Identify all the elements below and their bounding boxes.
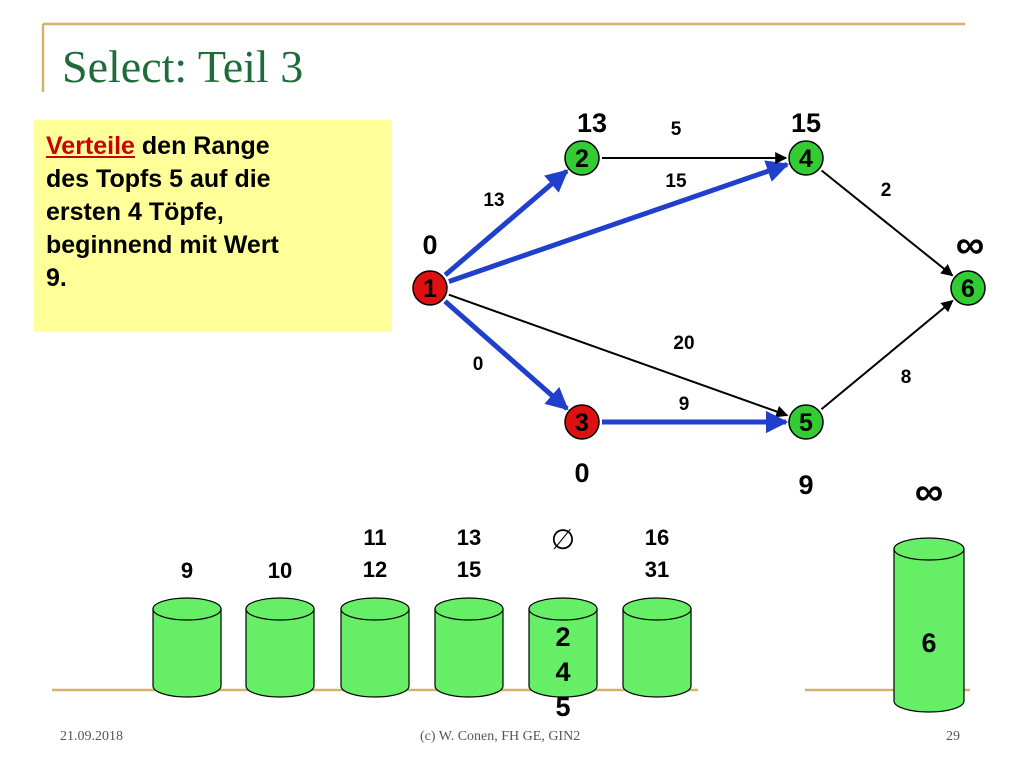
- node-1: [412, 270, 448, 306]
- edge-5-6: [820, 299, 954, 411]
- bucket-1: [152, 597, 222, 698]
- node-4: [788, 140, 824, 176]
- footer-page-number: 29: [946, 729, 960, 744]
- node-label-4: 4: [799, 145, 813, 173]
- bucket-range-label: 31: [645, 557, 669, 582]
- edge-1-4: [448, 160, 790, 284]
- buckets: 9 10 11 12 13 15 ∅ 2 4 5 16 31 ∞ 6: [152, 470, 965, 722]
- infinity-bucket-item: 6: [921, 628, 936, 658]
- instruction-line: 9.: [46, 264, 67, 292]
- node-6: [950, 270, 986, 306]
- bucket-5: [528, 597, 598, 698]
- edge-weight-1-3: 0: [473, 354, 484, 375]
- edge-weight-5-6: 8: [901, 367, 912, 388]
- bucket-2: [245, 597, 315, 698]
- node-distance-5: 9: [798, 470, 813, 500]
- bucket-range-label: 10: [268, 558, 292, 583]
- node-distance-3: 0: [574, 458, 589, 488]
- bucket-range-label: ∅: [551, 523, 575, 556]
- node-label-6: 6: [961, 275, 975, 303]
- node-label-5: 5: [799, 409, 813, 437]
- node-distance-6: ∞: [956, 223, 985, 267]
- bucket-item: 5: [555, 692, 570, 722]
- node-2: [564, 140, 600, 176]
- bucket-6: [622, 597, 692, 698]
- instruction-highlight: Verteile: [46, 132, 135, 160]
- infinity-bucket-label: ∞: [915, 470, 944, 514]
- edge-4-6: [820, 169, 954, 277]
- node-distance-2: 13: [577, 108, 607, 138]
- edge-weight-1-4: 15: [665, 171, 687, 192]
- edge-weight-4-6: 2: [881, 180, 892, 201]
- instruction-box: Verteile den Range des Topfs 5 auf die ers…: [34, 120, 392, 332]
- instruction-line: beginnend mit Wert: [46, 231, 279, 259]
- bucket-item: 4: [555, 657, 570, 687]
- edge-1-5: [448, 293, 789, 418]
- bucket-range-label: 9: [181, 558, 193, 583]
- bucket-range-label: 13: [457, 525, 481, 550]
- bucket-range-label: 12: [363, 557, 387, 582]
- edge-1-2: [443, 169, 569, 277]
- node-label-2: 2: [575, 145, 589, 173]
- bucket-range-label: 16: [645, 525, 669, 550]
- footer-date: 21.09.2018: [60, 729, 123, 744]
- footer-author: (c) W. Conen, FH GE, GIN2: [420, 729, 581, 744]
- node-5: [788, 404, 824, 440]
- edge-weight-2-4: 5: [671, 119, 682, 140]
- bucket-range-label: 11: [363, 525, 386, 550]
- edge-1-3: [443, 299, 569, 411]
- bucket-range-label: 15: [457, 557, 481, 582]
- bucket-item: 2: [555, 622, 570, 652]
- node-distance-1: 0: [422, 230, 437, 260]
- bucket-3: [340, 597, 410, 698]
- node-label-1: 1: [423, 275, 437, 303]
- edge-weight-1-5: 20: [673, 333, 694, 354]
- edges: 13 15 0 20 5 9 2 8: [443, 119, 954, 434]
- nodes: 1 0 2 13 3 0 4 15 5 9 6 ∞: [412, 108, 986, 500]
- node-3: [564, 404, 600, 440]
- bucket-4: [434, 597, 504, 698]
- node-distance-4: 15: [791, 108, 821, 138]
- instruction-line: den Range: [134, 132, 270, 160]
- slide-title: Select: Teil 3: [62, 41, 304, 92]
- infinity-bucket: [893, 537, 965, 713]
- instruction-line: des Topfs 5 auf die: [46, 165, 271, 193]
- edge-weight-1-2: 13: [483, 190, 504, 211]
- edge-weight-3-5: 9: [679, 394, 690, 415]
- instruction-line: ersten 4 Töpfe,: [46, 198, 224, 226]
- node-label-3: 3: [575, 409, 589, 437]
